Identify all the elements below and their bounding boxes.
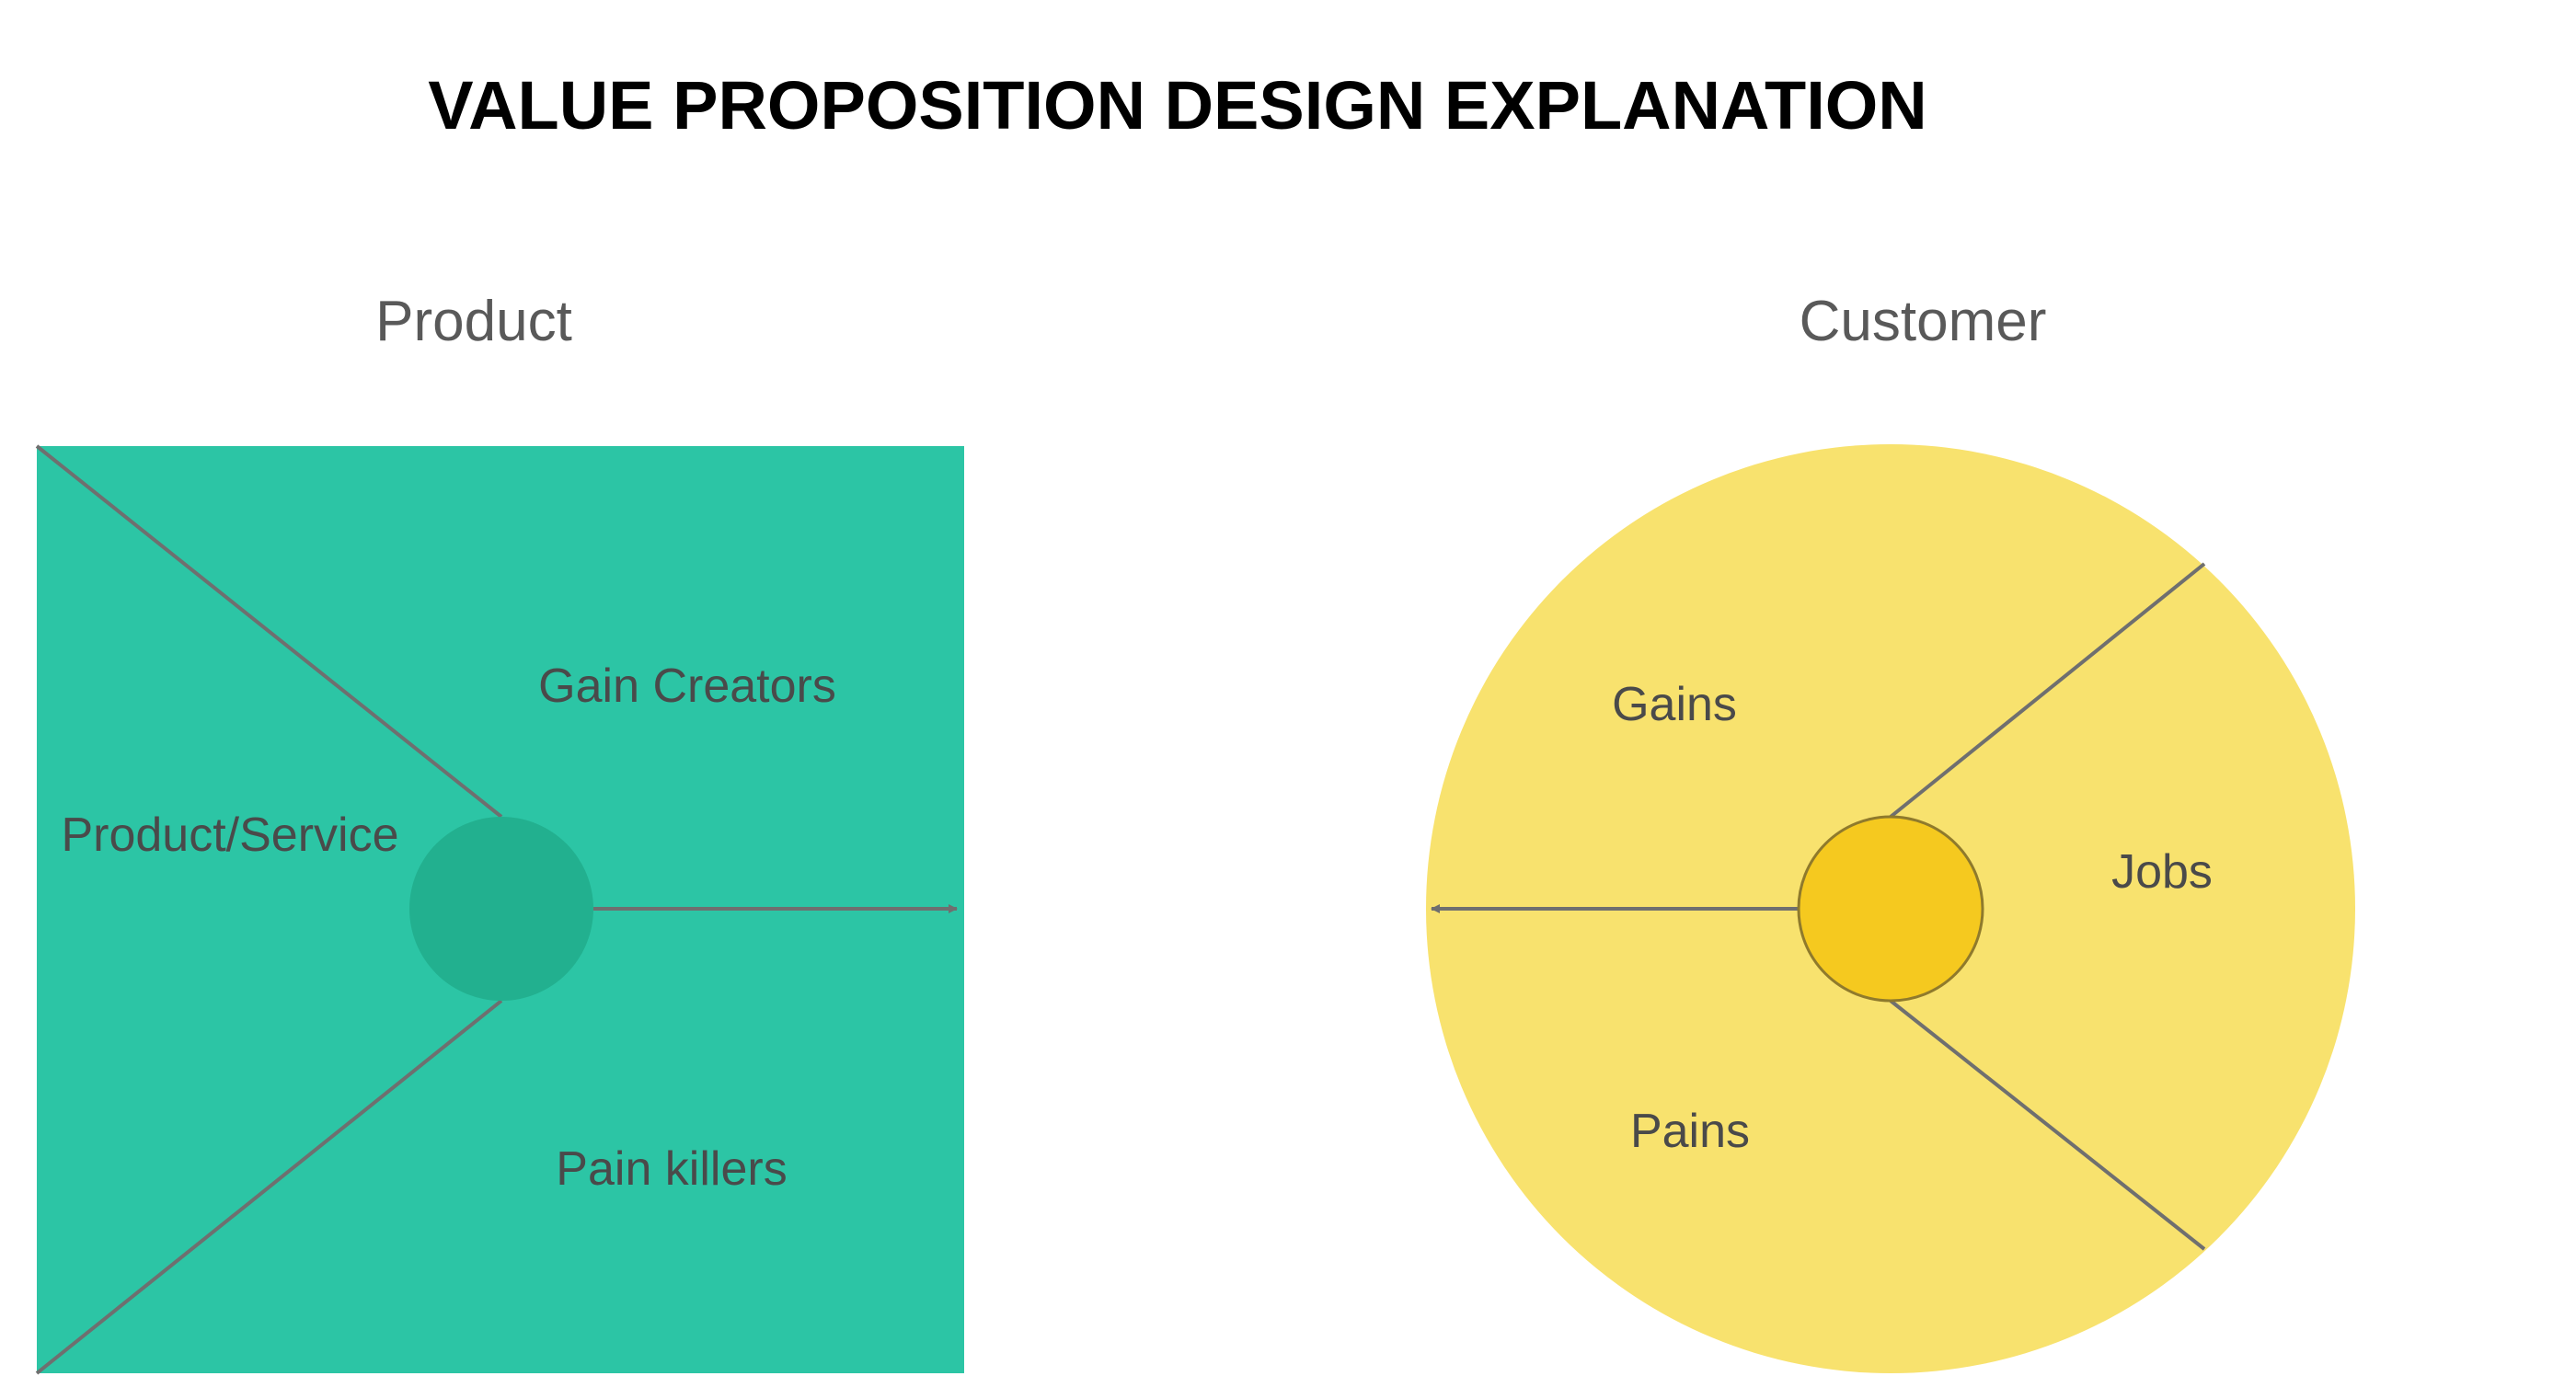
pain-killers-divider-line [35, 999, 503, 1375]
product-hub-circle [409, 817, 593, 1001]
customer-heading: Customer [1800, 290, 2047, 353]
customer-circle-group: Gains Jobs Pains [1426, 444, 2355, 1373]
product-service-label: Product/Service [61, 808, 398, 862]
customer-hub-circle [1797, 815, 1984, 1003]
gain-creators-label: Gain Creators [538, 659, 836, 713]
gain-creators-divider-line [35, 444, 503, 819]
jobs-label: Jobs [2111, 845, 2213, 899]
pains-label: Pains [1630, 1105, 1750, 1158]
product-heading: Product [375, 290, 572, 353]
pain-killers-label: Pain killers [556, 1142, 787, 1196]
jobs-lower-divider-line [1889, 999, 2206, 1251]
jobs-upper-divider-line [1889, 562, 2206, 819]
product-square-group: Gain Creators Product/Service Pain kille… [35, 444, 964, 1375]
page-title: VALUE PROPOSITION DESIGN EXPLANATION [428, 67, 1927, 143]
gains-label: Gains [1612, 678, 1737, 731]
